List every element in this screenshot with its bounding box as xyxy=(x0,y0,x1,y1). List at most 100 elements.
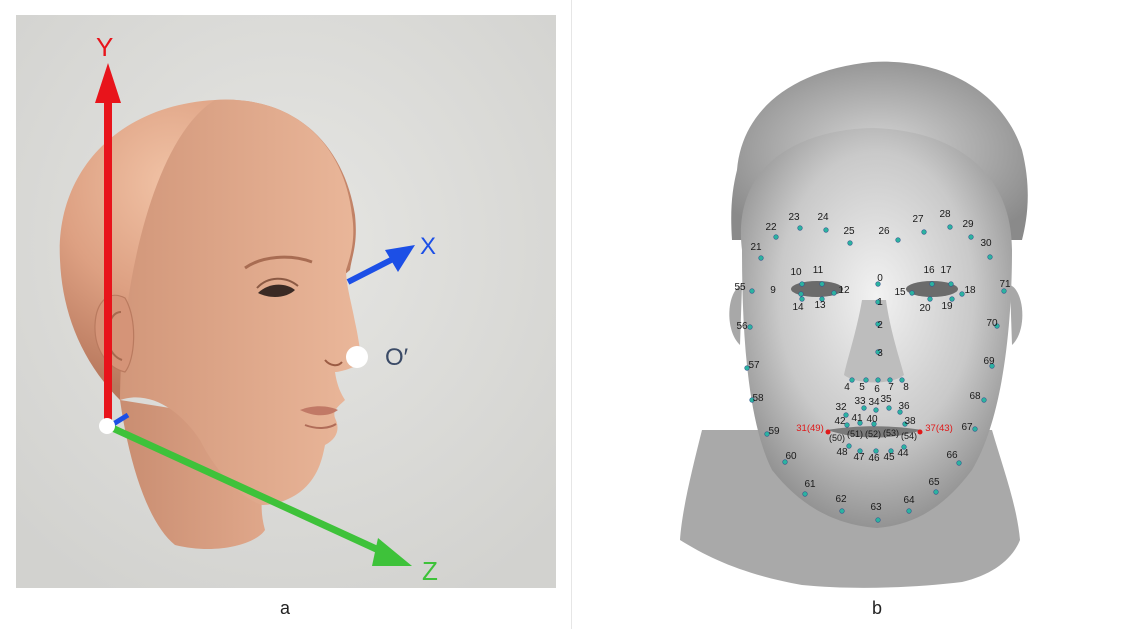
landmark-label-8: 8 xyxy=(903,382,909,393)
scan-left-ear xyxy=(729,285,742,345)
landmark-marker-21 xyxy=(759,256,764,261)
landmark-label-48: 48 xyxy=(836,447,848,458)
landmark-label-7: 7 xyxy=(888,382,894,393)
landmark-label-1: 1 xyxy=(877,297,883,308)
landmark-label-6: 6 xyxy=(874,384,880,395)
landmark-label-3149: 31(49) xyxy=(796,423,823,434)
landmark-label-15: 15 xyxy=(894,287,906,298)
landmark-marker-34 xyxy=(874,408,879,413)
landmark-label-28: 28 xyxy=(939,209,951,220)
landmark-marker-35 xyxy=(887,406,892,411)
scan-right-ear xyxy=(1010,285,1022,345)
landmark-label-22: 22 xyxy=(765,222,777,233)
landmark-marker-6 xyxy=(876,378,881,383)
landmark-label-64: 64 xyxy=(903,495,915,506)
landmark-marker-9 xyxy=(799,292,804,297)
landmark-label-65: 65 xyxy=(928,477,940,488)
landmark-label-3: 3 xyxy=(877,348,883,359)
landmark-marker-4 xyxy=(850,378,855,383)
landmark-marker-27 xyxy=(922,230,927,235)
landmark-label-62: 62 xyxy=(835,494,847,505)
landmark-marker-25 xyxy=(848,241,853,246)
landmark-marker-10 xyxy=(800,282,805,287)
landmark-label-68: 68 xyxy=(969,391,981,402)
landmark-label-47: 47 xyxy=(853,452,865,463)
landmark-label-34: 34 xyxy=(868,397,880,408)
landmark-label-61: 61 xyxy=(804,479,816,490)
landmark-label-9: 9 xyxy=(770,285,776,296)
landmark-marker-68 xyxy=(982,398,987,403)
landmark-marker-28 xyxy=(948,225,953,230)
landmark-label-29: 29 xyxy=(962,219,974,230)
landmark-label-5: 5 xyxy=(859,382,865,393)
landmark-label-23: 23 xyxy=(788,212,800,223)
landmark-label-67: 67 xyxy=(961,422,973,433)
landmark-label-40: 40 xyxy=(866,414,878,425)
landmark-label-35: 35 xyxy=(880,394,892,405)
landmark-label-41: 41 xyxy=(851,413,863,424)
landmark-marker-3149 xyxy=(826,430,831,435)
panel-b-caption: b xyxy=(872,598,882,619)
landmark-label-36: 36 xyxy=(898,401,910,412)
landmark-marker-16 xyxy=(930,282,935,287)
landmark-label-16: 16 xyxy=(923,265,935,276)
landmark-marker-12 xyxy=(832,291,837,296)
landmark-label-14: 14 xyxy=(792,302,804,313)
panel-a-caption: a xyxy=(280,598,290,619)
landmark-marker-67 xyxy=(973,427,978,432)
landmark-label-17: 17 xyxy=(940,265,952,276)
landmark-marker-62 xyxy=(840,509,845,514)
x-axis-label: X xyxy=(420,233,436,260)
panel-a-head-coordinate-system: Y X Z O′ a xyxy=(0,0,571,629)
landmark-marker-23 xyxy=(798,226,803,231)
landmark-label-50: (50) xyxy=(829,433,845,443)
landmark-marker-61 xyxy=(803,492,808,497)
landmark-label-57: 57 xyxy=(748,360,760,371)
landmark-label-13: 13 xyxy=(814,300,826,311)
landmark-label-51: (51) xyxy=(847,429,863,439)
landmark-label-18: 18 xyxy=(964,285,976,296)
landmark-label-33: 33 xyxy=(854,396,866,407)
landmark-label-60: 60 xyxy=(785,451,797,462)
landmark-marker-65 xyxy=(934,490,939,495)
landmark-label-2: 2 xyxy=(877,320,883,331)
landmark-marker-64 xyxy=(907,509,912,514)
landmark-label-69: 69 xyxy=(983,356,995,367)
landmark-label-71: 71 xyxy=(999,279,1011,290)
panel-b-facial-landmarks: 0123456789101112131415161718192021222324… xyxy=(572,0,1129,629)
landmark-label-4: 4 xyxy=(844,382,850,393)
landmark-label-70: 70 xyxy=(986,318,998,329)
landmark-marker-56 xyxy=(748,325,753,330)
landmark-label-45: 45 xyxy=(883,452,895,463)
landmark-label-32: 32 xyxy=(835,402,847,413)
landmark-label-27: 27 xyxy=(912,214,924,225)
landmark-label-24: 24 xyxy=(817,212,829,223)
landmark-marker-26 xyxy=(896,238,901,243)
landmark-label-55: 55 xyxy=(734,282,746,293)
landmark-marker-3743 xyxy=(918,430,923,435)
landmark-marker-24 xyxy=(824,228,829,233)
landmark-label-38: 38 xyxy=(904,416,916,427)
landmark-marker-20 xyxy=(928,297,933,302)
landmark-label-11: 11 xyxy=(813,265,824,276)
origin-point xyxy=(99,418,115,434)
head-model-figure: Y X Z O′ xyxy=(0,0,571,629)
landmark-label-59: 59 xyxy=(768,426,780,437)
landmark-label-54: (54) xyxy=(901,431,917,441)
landmark-label-10: 10 xyxy=(790,267,802,278)
landmark-label-53: (53) xyxy=(883,428,899,438)
landmark-label-26: 26 xyxy=(878,226,890,237)
landmark-label-42: 42 xyxy=(834,416,846,427)
landmark-marker-14 xyxy=(800,297,805,302)
landmark-label-0: 0 xyxy=(877,273,883,284)
landmark-label-44: 44 xyxy=(897,448,909,459)
landmark-label-12: 12 xyxy=(838,285,850,296)
landmark-label-63: 63 xyxy=(870,502,882,513)
landmark-label-30: 30 xyxy=(980,238,992,249)
landmark-marker-63 xyxy=(876,518,881,523)
z-axis-label: Z xyxy=(422,556,438,586)
landmark-marker-11 xyxy=(820,282,825,287)
landmark-label-25: 25 xyxy=(843,226,855,237)
landmark-label-21: 21 xyxy=(750,242,762,253)
landmark-marker-15 xyxy=(910,291,915,296)
